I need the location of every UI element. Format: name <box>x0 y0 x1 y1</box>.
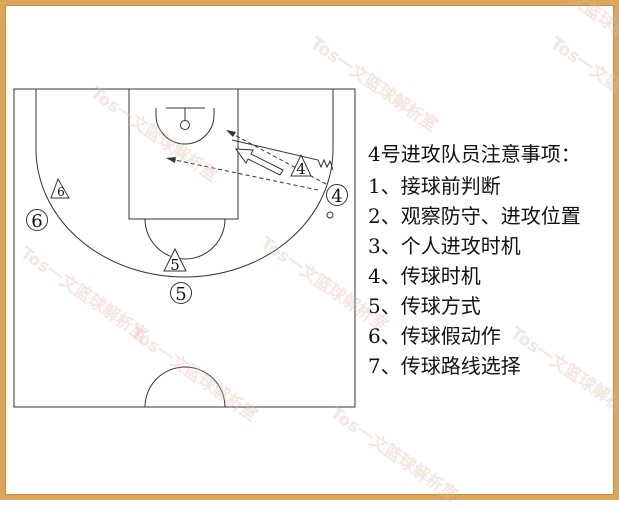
pass-arrow-head-upper <box>226 130 236 137</box>
notes-list: 1、接球前判断 2、观察防守、进攻位置 3、个人进攻时机 4、传球时机 5、传球… <box>368 171 613 381</box>
pass-line-upper <box>228 131 327 185</box>
notes-item: 1、接球前判断 <box>368 174 501 198</box>
restricted-area <box>155 108 215 145</box>
defense-player-5: 5 <box>163 247 187 274</box>
dribble-line <box>231 139 334 171</box>
three-point-arc <box>35 148 334 278</box>
center-circle <box>144 366 226 408</box>
offense-player-5-label: 5 <box>175 284 186 305</box>
offense-player-6: 6 <box>26 209 48 232</box>
notes-title: 4号进攻队员注意事项： <box>368 142 581 166</box>
pass-line-lower <box>169 158 319 191</box>
notes-item: 3、个人进攻时机 <box>368 234 521 258</box>
notes-item: 5、传球方式 <box>368 294 481 318</box>
paint-lane <box>128 88 239 220</box>
rim <box>180 120 190 130</box>
ball-icon <box>326 211 334 219</box>
notes-item: 7、传球路线选择 <box>368 354 521 378</box>
defense-player-6-label: 6 <box>57 185 65 199</box>
free-throw-circle <box>144 218 226 260</box>
offense-player-4: 4 <box>326 184 348 207</box>
offense-player-5: 5 <box>170 282 192 305</box>
defense-player-6: 6 <box>50 177 70 199</box>
offense-player-4-label: 4 <box>331 186 342 207</box>
notes-item: 6、传球假动作 <box>368 324 501 348</box>
pass-arrow-head-lower <box>166 157 176 163</box>
notes-panel: 4号进攻队员注意事项： 1、接球前判断 2、观察防守、进攻位置 3、个人进攻时机… <box>368 139 613 381</box>
notes-item: 2、观察防守、进攻位置 <box>368 204 581 228</box>
offense-player-6-label: 6 <box>31 211 42 232</box>
court-boundary <box>13 88 356 408</box>
defense-player-4-label: 4 <box>296 160 306 178</box>
defense-player-5-label: 5 <box>170 256 180 274</box>
notes-item: 4、传球时机 <box>368 264 481 288</box>
cut-arrow <box>234 148 284 176</box>
defense-player-4: 4 <box>290 153 312 178</box>
